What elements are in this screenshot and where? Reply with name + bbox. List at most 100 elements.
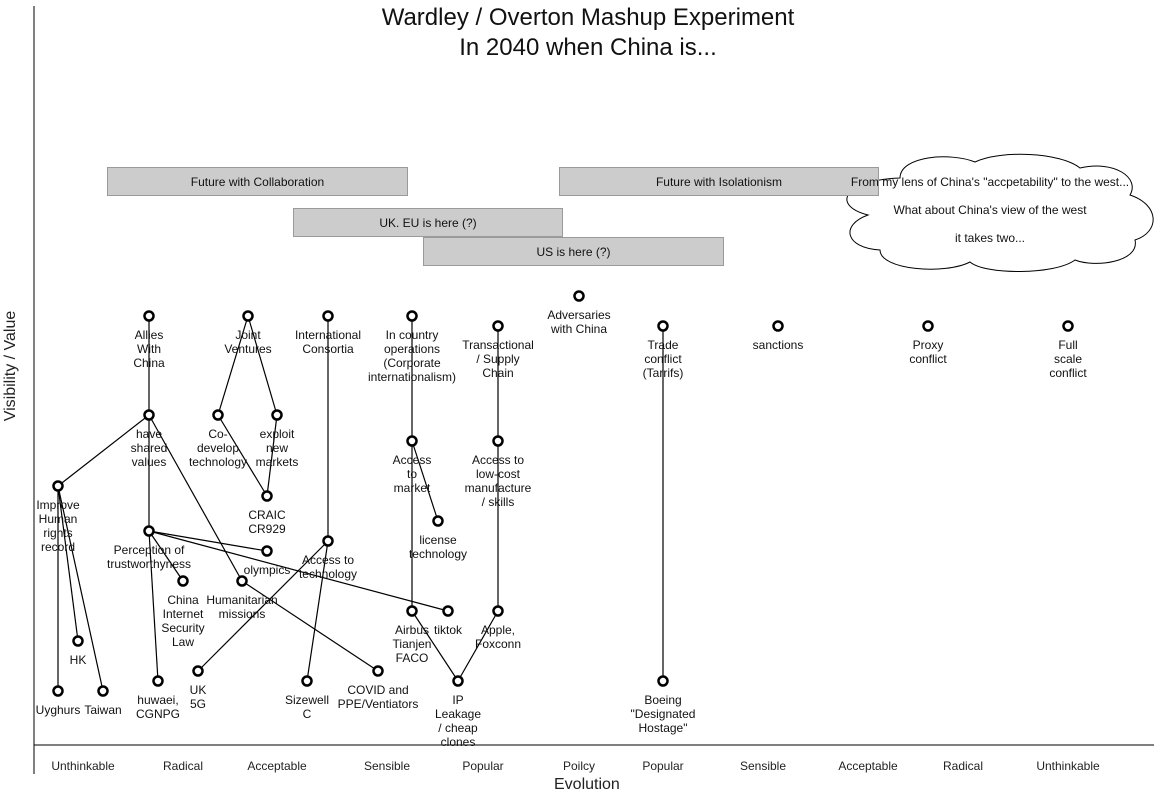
node-adversaries[interactable]: [573, 290, 585, 302]
node-label-boeing: Boeing "Designated Hostage": [630, 693, 696, 735]
node-label-allies: Allies With China: [133, 328, 165, 370]
node-transactional[interactable]: [492, 320, 504, 332]
node-ip-leakage[interactable]: [452, 675, 464, 687]
node-shared-values[interactable]: [143, 409, 155, 421]
node-trade-conflict[interactable]: [657, 320, 669, 332]
node-exploit-markets[interactable]: [271, 409, 283, 421]
node-joint-ventures[interactable]: [242, 310, 254, 322]
band-us: US is here (?): [423, 237, 724, 266]
node-in-country-ops[interactable]: [406, 310, 418, 322]
link-access-market-to-license-tech: [411, 440, 439, 522]
node-label-shared-values: have shared values: [130, 427, 168, 469]
node-hk[interactable]: [72, 635, 84, 647]
scale-label: Popular: [642, 759, 684, 773]
node-label-airbus: Airbus Tianjen FACO: [392, 623, 432, 665]
node-label-joint-ventures: Joint Ventures: [224, 328, 272, 356]
node-proxy-conflict[interactable]: [922, 320, 934, 332]
node-label-humanitarian: Humanitarian missions: [206, 593, 278, 621]
node-humanitarian[interactable]: [236, 575, 248, 587]
scale-label: Acceptable: [838, 759, 898, 773]
node-intl-consortia[interactable]: [322, 310, 334, 322]
title-line-2: In 2040 when China is...: [459, 34, 717, 61]
node-label-uyghurs: Uyghurs: [35, 703, 81, 717]
band-uk-eu: UK. EU is here (?): [293, 208, 563, 237]
node-label-trade-conflict: Trade conflict (Tarrifs): [642, 338, 684, 380]
node-label-access-tech: Access to technology: [298, 553, 358, 581]
node-allies[interactable]: [143, 310, 155, 322]
node-label-ip-leakage: IP Leakage / cheap clones: [434, 693, 482, 749]
scale-label: Sensible: [363, 759, 411, 773]
node-olympics[interactable]: [261, 545, 273, 557]
node-uyghurs[interactable]: [52, 685, 64, 697]
node-label-hk: HK: [69, 653, 87, 667]
node-label-sanctions: sanctions: [752, 338, 804, 352]
node-label-access-lowcost: Access to low-cost manufacture / skills: [464, 453, 532, 509]
link-shared-values-to-humanitarian: [148, 414, 243, 582]
title-line-1: Wardley / Overton Mashup Experiment: [381, 4, 795, 31]
node-label-tiktok: tiktok: [433, 623, 463, 637]
scale-label: Unthinkable: [51, 759, 115, 773]
y-axis-label: Visibility / Value: [2, 310, 19, 422]
scale-label: Radical: [162, 759, 204, 773]
node-label-trust: Perception of trustworthyness: [106, 543, 192, 571]
node-boeing[interactable]: [657, 675, 669, 687]
node-label-uk5g: UK 5G: [189, 683, 207, 711]
node-label-craic: CRAIC CR929: [248, 508, 286, 536]
node-label-olympics: olympics: [243, 563, 291, 577]
node-label-security-law: China Internet Security Law: [161, 593, 205, 649]
node-label-co-develop: Co- develop technology: [188, 427, 248, 469]
node-sizewell[interactable]: [301, 675, 313, 687]
link-exploit-markets-to-craic: [266, 414, 278, 497]
link-trust-to-huawei: [148, 530, 159, 682]
link-access-tech-to-uk5g: [197, 540, 329, 672]
node-human-rights[interactable]: [52, 480, 64, 492]
node-label-transactional: Transactional / Supply Chain: [462, 338, 534, 380]
node-access-market[interactable]: [406, 435, 418, 447]
node-trust[interactable]: [143, 525, 155, 537]
node-uk5g[interactable]: [192, 665, 204, 677]
node-apple[interactable]: [492, 605, 504, 617]
scale-label: Unthinkable: [1036, 759, 1100, 773]
node-huawei[interactable]: [152, 675, 164, 687]
cloud-text-2: What about China's view of the west: [893, 203, 1087, 217]
node-tiktok[interactable]: [442, 605, 454, 617]
link-joint-ventures-to-exploit-markets: [247, 315, 278, 416]
node-airbus[interactable]: [406, 605, 418, 617]
scale-label: Popular: [462, 759, 504, 773]
node-label-intl-consortia: International Consortia: [294, 328, 362, 356]
band-future-isolationism: Future with Isolationism: [559, 167, 879, 196]
node-co-develop[interactable]: [212, 409, 224, 421]
node-label-adversaries: Adversaries with China: [547, 308, 611, 336]
node-label-huawei: huwaei, CGNPG: [135, 693, 181, 721]
node-label-sizewell: Sizewell C: [284, 693, 330, 721]
map-components: [52, 290, 1074, 697]
node-label-human-rights: Improve Human rights record: [36, 498, 80, 554]
node-sanctions[interactable]: [772, 320, 784, 332]
node-full-conflict[interactable]: [1062, 320, 1074, 332]
node-access-lowcost[interactable]: [492, 435, 504, 447]
node-label-apple: Apple, Foxconn: [474, 623, 522, 651]
band-future-collaboration: Future with Collaboration: [107, 167, 408, 196]
node-security-law[interactable]: [177, 575, 189, 587]
link-apple-to-ip-leakage: [457, 610, 499, 682]
node-label-taiwan: Taiwan: [84, 703, 122, 717]
link-human-rights-to-taiwan: [57, 485, 104, 692]
node-label-full-conflict: Full scale conflict: [1049, 338, 1087, 380]
node-taiwan[interactable]: [97, 685, 109, 697]
link-humanitarian-to-covid: [241, 580, 379, 672]
node-license-tech[interactable]: [432, 515, 444, 527]
node-label-proxy-conflict: Proxy conflict: [909, 338, 947, 366]
scale-label: Radical: [942, 759, 984, 773]
node-access-tech[interactable]: [322, 535, 334, 547]
node-covid[interactable]: [372, 665, 384, 677]
link-shared-values-to-human-rights: [57, 414, 150, 487]
scale-label: Poilcy: [562, 759, 595, 773]
link-co-develop-to-craic: [217, 414, 268, 497]
node-craic[interactable]: [261, 490, 273, 502]
thought-cloud: [846, 153, 1154, 272]
scale-label: Acceptable: [247, 759, 307, 773]
node-label-in-country-ops: In country operations (Corporate interna…: [367, 328, 457, 384]
dependency-links: [57, 315, 664, 692]
link-trust-to-security-law: [148, 530, 184, 582]
